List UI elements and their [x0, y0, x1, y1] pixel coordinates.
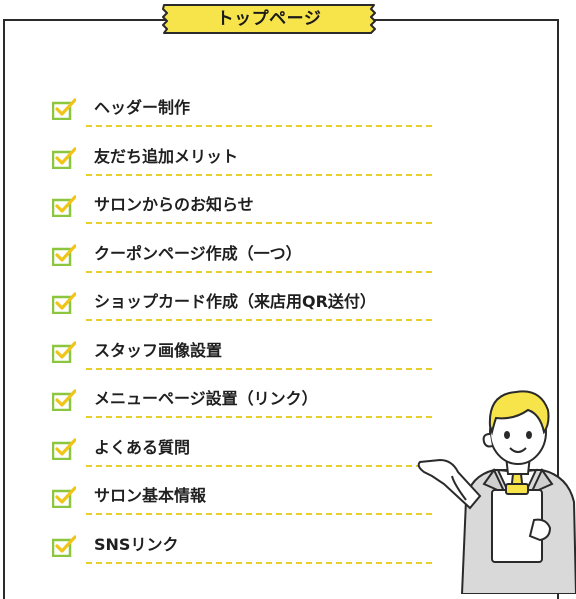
checklist-item: 友だち追加メリット	[52, 137, 432, 186]
page-title: トップページ	[216, 9, 322, 29]
checkbox-check-icon	[52, 243, 76, 266]
dashed-divider	[86, 222, 432, 224]
checklist-item-label: よくある質問	[94, 437, 191, 457]
checkbox-check-icon	[52, 98, 76, 120]
checklist-item: ショップカード作成（来店用QR送付）	[52, 282, 432, 331]
dashed-divider	[86, 513, 432, 515]
checklist-item: スタッフ画像設置	[52, 331, 432, 380]
checklist-item-label: サロン基本情報	[94, 486, 207, 505]
checklist-item-label: 友だち追加メリット	[94, 146, 239, 166]
dashed-divider	[86, 319, 432, 321]
checklist-item: メニューページ設置（リンク）	[52, 379, 432, 428]
dashed-divider	[86, 416, 432, 418]
checklist-item-label: スタッフ画像設置	[94, 340, 223, 360]
checklist-item-label: SNSリンク	[94, 534, 179, 554]
businessman-illustration	[417, 390, 576, 594]
dashed-divider	[86, 561, 432, 564]
title-tag-shape	[162, 4, 376, 34]
checkbox-check-icon	[52, 486, 76, 508]
checkbox-check-icon	[52, 340, 76, 363]
checklist-item-label: ヘッダー制作	[94, 98, 191, 117]
checklist-item-label: メニューページ設置（リンク）	[94, 389, 318, 408]
checklist-item: ヘッダー制作	[52, 88, 432, 137]
checklist-item: クーポンページ作成（一つ）	[52, 234, 432, 283]
checkbox-check-icon	[52, 292, 76, 314]
dashed-divider	[86, 464, 432, 467]
checklist-item: サロン基本情報	[52, 476, 432, 525]
checklist-item-label: サロンからのお知らせ	[94, 195, 254, 214]
checkbox-check-icon	[52, 389, 76, 411]
checklist: ヘッダー制作 友だち追加メリット サロンからのお知らせ クーポンページ作成（一つ…	[52, 88, 432, 573]
dashed-divider	[86, 173, 432, 176]
dashed-divider	[86, 270, 432, 273]
dashed-divider	[86, 367, 432, 370]
title-tag: トップページ	[160, 3, 378, 35]
checkbox-check-icon	[52, 534, 76, 557]
checklist-item-label: ショップカード作成（来店用QR送付）	[94, 292, 376, 311]
checkbox-check-icon	[52, 437, 76, 460]
checkbox-check-icon	[52, 146, 76, 169]
checklist-item-label: クーポンページ作成（一つ）	[94, 243, 302, 263]
checklist-item: サロンからのお知らせ	[52, 185, 432, 234]
checklist-item: よくある質問	[52, 428, 432, 477]
checkbox-check-icon	[52, 195, 76, 217]
dashed-divider	[86, 125, 432, 127]
checklist-item: SNSリンク	[52, 525, 432, 574]
